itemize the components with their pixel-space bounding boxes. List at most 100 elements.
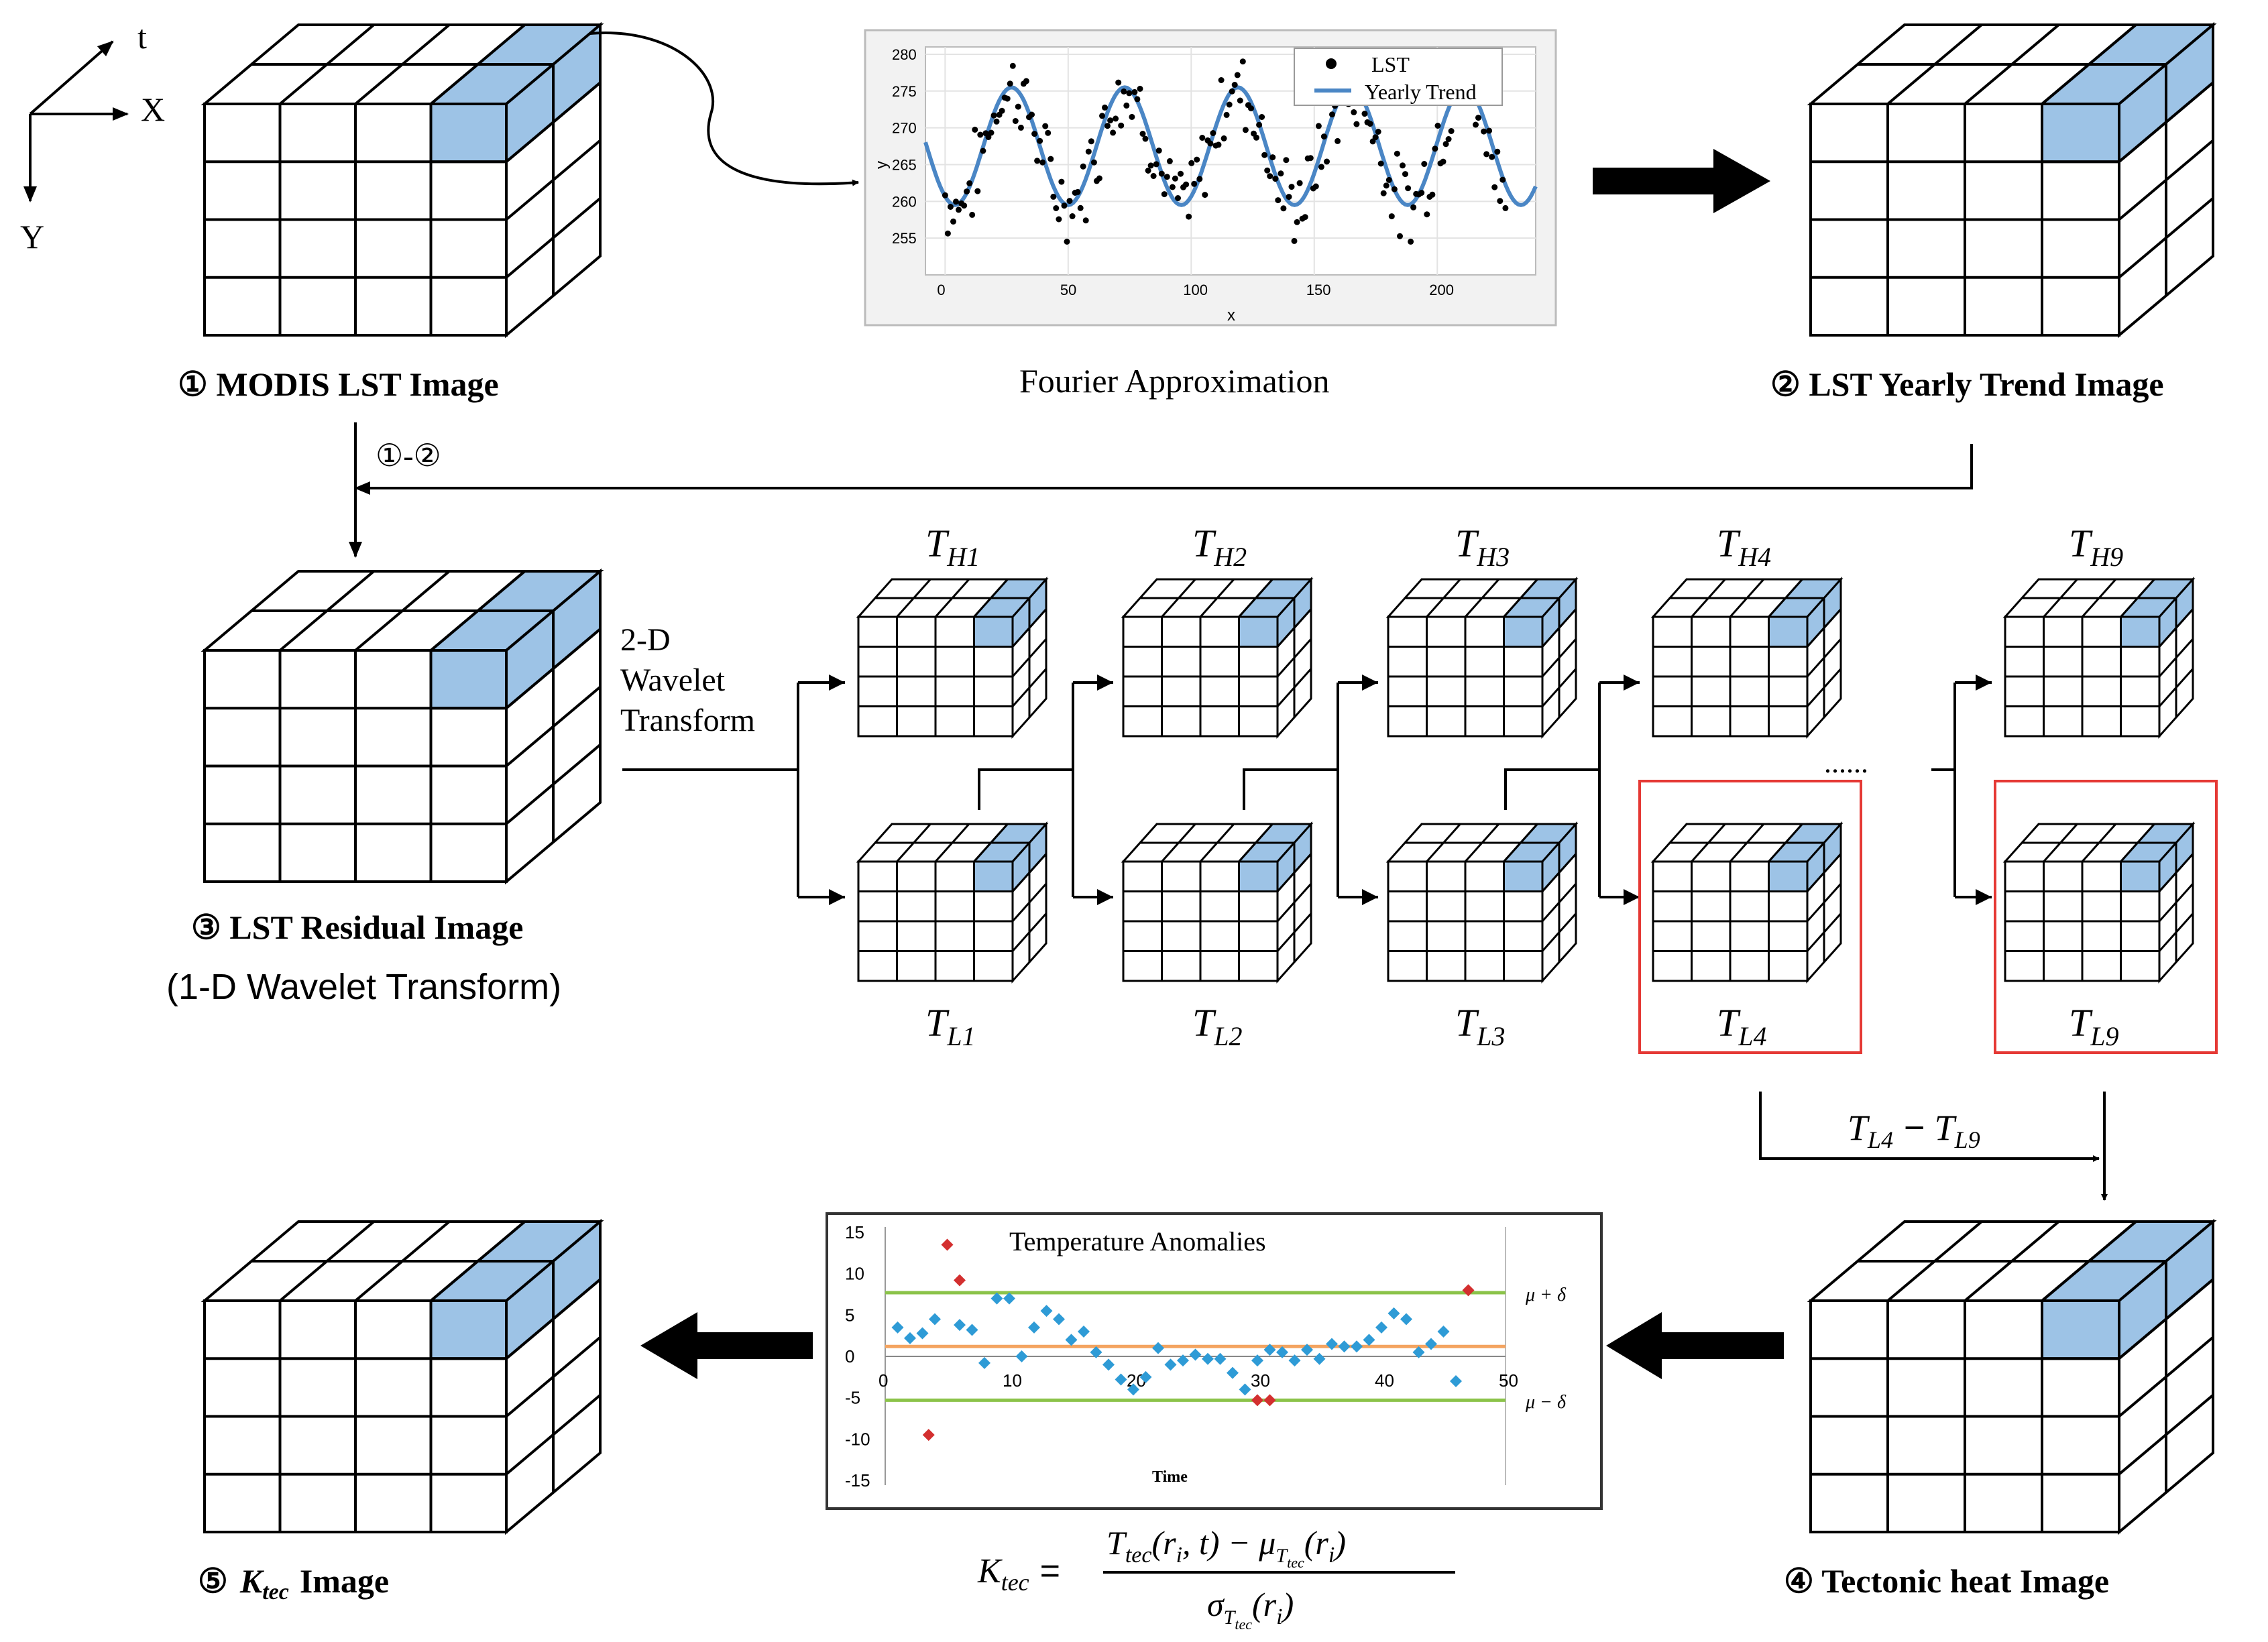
lst-point: [988, 129, 995, 136]
anomaly-y-tick: 15: [845, 1222, 864, 1242]
lst-point: [985, 134, 992, 140]
ktec-number: ⑤: [198, 1562, 228, 1600]
lst-point: [1045, 129, 1052, 136]
cube-tl9: [2002, 821, 2196, 984]
lst-point: [1218, 77, 1225, 83]
lst-point: [1394, 150, 1400, 157]
anomaly-point: [1450, 1375, 1462, 1387]
lst-point: [1288, 184, 1295, 190]
lst-point: [1296, 180, 1303, 186]
lst-point: [1017, 124, 1024, 131]
lst-point: [947, 204, 954, 210]
fourier-y-tick: 255: [892, 230, 917, 247]
lst-point: [1196, 176, 1203, 182]
label-th1: TH1: [925, 522, 980, 572]
lst-point: [1237, 97, 1243, 104]
lst-point: [980, 148, 986, 154]
anomaly-point: [990, 1292, 1003, 1305]
lst-point: [1234, 72, 1241, 78]
anomaly-y-tick: -15: [845, 1470, 870, 1490]
lst-point: [1012, 118, 1019, 124]
lst-point: [1424, 211, 1430, 218]
anomaly-point: [1152, 1342, 1164, 1354]
lst-point: [1145, 168, 1151, 174]
lst-point: [969, 211, 976, 218]
lst-point: [1155, 148, 1162, 154]
lst-point: [1400, 162, 1406, 169]
lst-point: [956, 207, 962, 213]
lst-point: [1307, 155, 1314, 162]
anomaly-point: [1003, 1292, 1015, 1305]
anomaly-point: [1177, 1354, 1189, 1367]
highlighted-cell: [2120, 860, 2161, 892]
lst-point: [1380, 190, 1387, 196]
lst-point: [1372, 134, 1379, 141]
anomaly-x-label: Time: [1152, 1468, 1188, 1486]
lst-point: [1397, 233, 1403, 239]
lst-point: [1291, 237, 1298, 244]
lst-point: [1147, 162, 1154, 169]
anomaly-point: [1227, 1366, 1239, 1379]
lst-point: [1158, 170, 1165, 177]
anomaly-point: [1127, 1383, 1139, 1396]
fourier-y-label: y: [872, 161, 891, 169]
block-arrow-right: [1593, 149, 1770, 213]
lst-point: [1034, 158, 1041, 164]
highlighted-cell: [1768, 860, 1809, 892]
lst-point: [1264, 167, 1271, 174]
lst-point: [1199, 135, 1206, 141]
lst-point: [1188, 160, 1195, 166]
lst-point: [1278, 170, 1284, 177]
anomaly-outlier: [954, 1274, 966, 1287]
axes-legend: t X Y: [20, 18, 165, 255]
ktec-image-word: Image: [300, 1562, 389, 1600]
anomaly-point: [1313, 1352, 1326, 1365]
lst-point: [1329, 111, 1335, 118]
lst-point: [1126, 90, 1133, 97]
lst-point: [1429, 191, 1436, 198]
arrowhead: [1976, 675, 1992, 691]
lst-point: [1210, 130, 1216, 136]
lst-point: [1410, 204, 1417, 211]
lst-point: [1066, 198, 1073, 204]
lst-point: [1259, 114, 1265, 120]
anomaly-point: [1028, 1321, 1040, 1334]
lst-point: [1183, 181, 1190, 188]
anomaly-point: [1351, 1340, 1363, 1353]
lst-point: [1009, 62, 1016, 69]
label-tl2: TL2: [1192, 1001, 1243, 1051]
lst-point: [1315, 123, 1322, 129]
label-th2: TH2: [1192, 522, 1247, 572]
diff-label: ①-②: [376, 438, 441, 473]
anomaly-outlier: [1462, 1284, 1475, 1297]
anomaly-point: [1437, 1326, 1450, 1338]
anomaly-y-tick: 0: [845, 1346, 854, 1366]
anomaly-point: [1139, 1370, 1152, 1383]
lst-point: [1090, 159, 1097, 166]
lst-point: [1283, 157, 1290, 164]
lst-point: [1434, 123, 1441, 129]
lst-point: [1166, 158, 1173, 164]
lst-point: [1175, 195, 1181, 201]
fourier-legend: [1294, 48, 1503, 106]
anomaly-point: [1090, 1346, 1102, 1358]
label-tl9: TL9: [2069, 1001, 2119, 1051]
lst-point: [1405, 185, 1412, 192]
flow-arrows: [349, 32, 2108, 1201]
anomaly-point: [1015, 1350, 1028, 1362]
lst-point: [961, 202, 968, 209]
lst-point: [1153, 161, 1159, 168]
lst-point: [1194, 156, 1200, 163]
anomaly-point: [1375, 1321, 1387, 1334]
lst-point: [1110, 129, 1117, 136]
legend-lst: LST: [1371, 52, 1410, 76]
lst-point: [1169, 184, 1176, 190]
anomaly-x-tick: 0: [878, 1370, 888, 1391]
anomaly-outlier: [1251, 1394, 1263, 1407]
lst-point: [1113, 115, 1119, 122]
lst-point: [977, 131, 984, 138]
lst-point: [964, 188, 970, 195]
lst-point: [1053, 205, 1060, 211]
lst-point: [1248, 105, 1254, 112]
